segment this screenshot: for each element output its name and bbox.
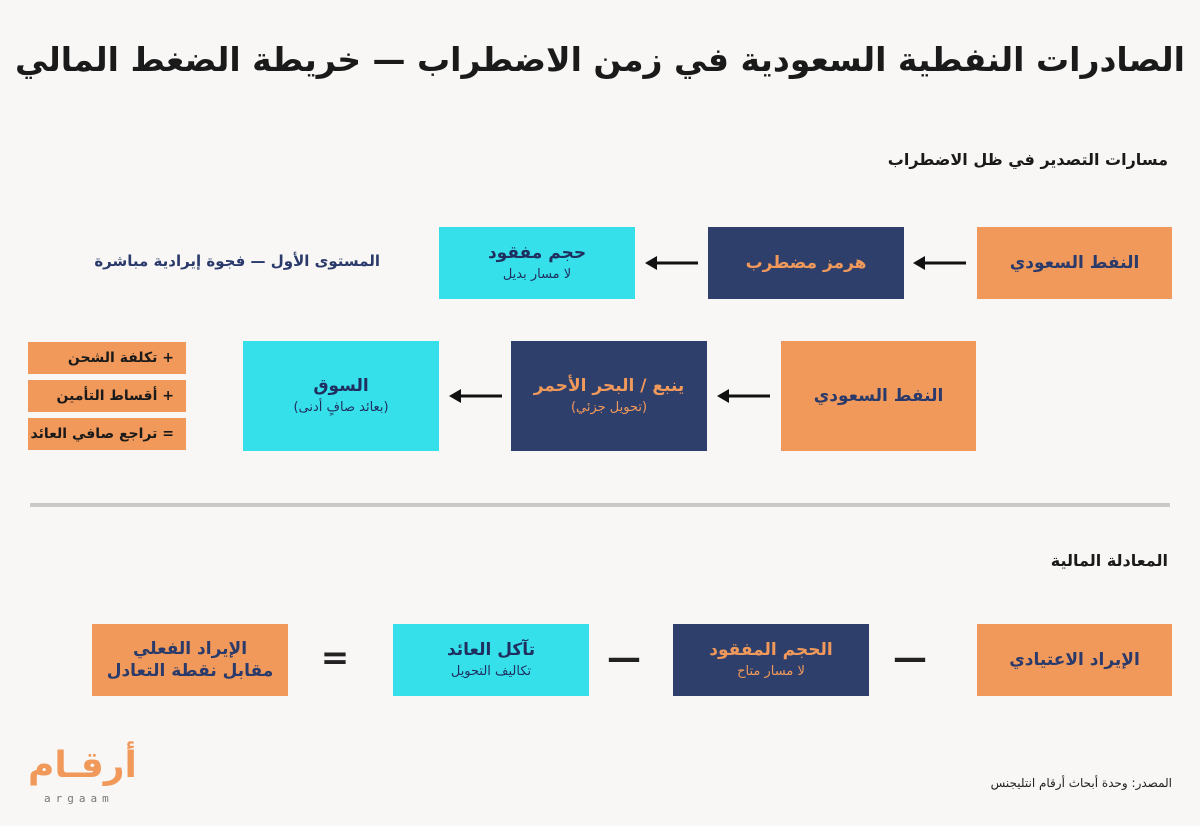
arrow-left-icon [913,256,966,270]
equation-result-label: الإيراد الفعلي [132,638,248,659]
equation-term2-sublabel: لا مسار متاح [737,663,805,679]
section-label-equation: المعادلة المالية [1050,551,1168,570]
row1-dest-sublabel: لا مسار بديل [502,266,572,282]
row2-dest-box: السوق (بعائد صافٍ أدنى) [243,341,439,451]
page-title: الصادرات النفطية السعودية في زمن الاضطرا… [15,40,1185,79]
row2-dest-sublabel: (بعائد صافٍ أدنى) [293,399,389,415]
row1-middle-box: هرمز مضطرب [708,227,904,299]
equation-term3-label: تآكل العائد [446,639,536,660]
equation-term2-label: الحجم المفقود [709,639,833,660]
equals-operator: = [320,638,350,678]
equation-term-normal-revenue: الإيراد الاعتيادي [977,624,1172,696]
row1-dest-label: حجم مفقود [487,242,587,263]
row2-source-box: النفط السعودي [781,341,976,451]
cost-chip-net-return: = تراجع صافي العائد [28,418,186,450]
cost-chip-shipping: + تكلفة الشحن [28,342,186,374]
section-divider [30,503,1170,507]
equation-term-erosion: تآكل العائد تكاليف التحويل [393,624,589,696]
row2-source-label: النفط السعودي [813,385,944,406]
equation-result-sublabel: مقابل نقطة التعادل [106,661,274,681]
row1-middle-label: هرمز مضطرب [745,252,867,273]
arrow-left-icon [449,389,502,403]
cost-chip-insurance: + أقساط التأمين [28,380,186,412]
row1-source-box: النفط السعودي [977,227,1172,299]
row2-middle-label: ينبع / البحر الأحمر [533,375,685,396]
section-label-routes: مسارات التصدير في ظل الاضطراب [887,150,1168,169]
arrow-left-icon [645,256,698,270]
equation-term1-label: الإيراد الاعتيادي [1009,649,1140,670]
minus-operator: — [893,638,927,678]
row1-dest-box: حجم مفقود لا مسار بديل [439,227,635,299]
row1-source-label: النفط السعودي [1009,252,1140,273]
level-note: المستوى الأول — فجوة إيرادية مباشرة [94,252,380,270]
equation-term-lost-volume: الحجم المفقود لا مسار متاح [673,624,869,696]
row2-middle-box: ينبع / البحر الأحمر (تحويل جزئي) [511,341,707,451]
arrow-left-icon [717,389,770,403]
argaam-logo-latin: argaam [44,792,114,805]
row2-dest-label: السوق [313,375,369,396]
argaam-logo: أرقـام [28,745,137,786]
minus-operator: — [607,638,641,678]
equation-term3-sublabel: تكاليف التحويل [450,663,532,679]
equation-result-actual-revenue: الإيراد الفعلي مقابل نقطة التعادل [92,624,288,696]
row2-middle-sublabel: (تحويل جزئي) [570,399,648,415]
source-note: المصدر: وحدة أبحاث أرقام انتليجنس [990,776,1172,790]
